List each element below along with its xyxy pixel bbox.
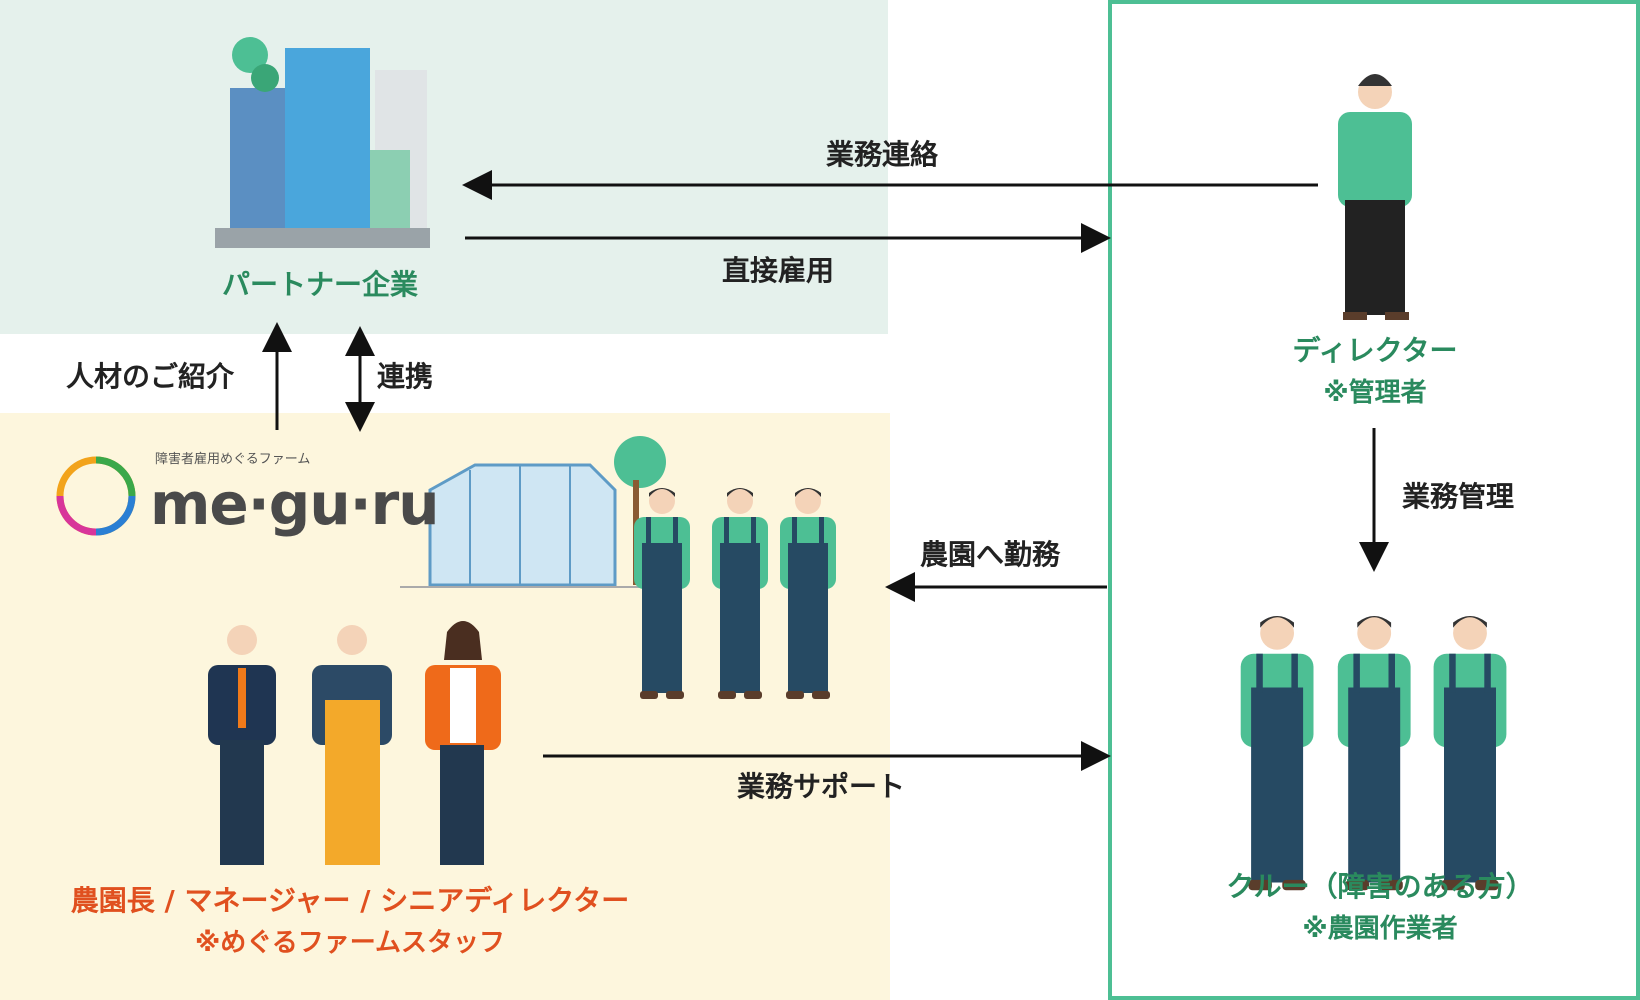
director-figure [1338, 74, 1412, 320]
business-contact-label: 業務連絡 [826, 138, 939, 171]
farm-worker-figure [634, 488, 690, 699]
partner-company-label: パートナー企業 [221, 268, 418, 301]
staff-title: 農園長 / マネージャー / シニアディレクター [70, 884, 630, 917]
business-support-label: 業務サポート [737, 770, 906, 803]
meguru-logo-mark [56, 456, 136, 536]
farm-worker-figure [712, 488, 768, 699]
business-management-label: 業務管理 [1402, 480, 1515, 513]
greenhouse-illustration [400, 436, 666, 588]
director-note: ※管理者 [1323, 378, 1427, 408]
direct-employment-label: 直接雇用 [722, 254, 835, 287]
cooperation-label: 連携 [377, 360, 434, 393]
staff-note: ※めぐるファームスタッフ [195, 928, 505, 958]
talent-referral-label: 人材のご紹介 [66, 360, 235, 393]
worker-area [1108, 0, 1640, 1000]
logo-subtitle: 障害者雇用めぐるファーム [155, 452, 311, 467]
logo-wordmark: me·gu·ru [150, 470, 440, 538]
partner-area [0, 0, 888, 334]
farm-worker-figure [780, 488, 836, 699]
building-illustration [215, 37, 430, 248]
crew-note: ※農園作業者 [1302, 914, 1458, 944]
director-title: ディレクター [1292, 334, 1458, 367]
work-at-farm-label: 農園へ勤務 [920, 538, 1061, 571]
crew-title: クルー（障害のある方） [1226, 870, 1534, 903]
crew-figures [1240, 616, 1507, 891]
staff-figures [208, 621, 501, 865]
